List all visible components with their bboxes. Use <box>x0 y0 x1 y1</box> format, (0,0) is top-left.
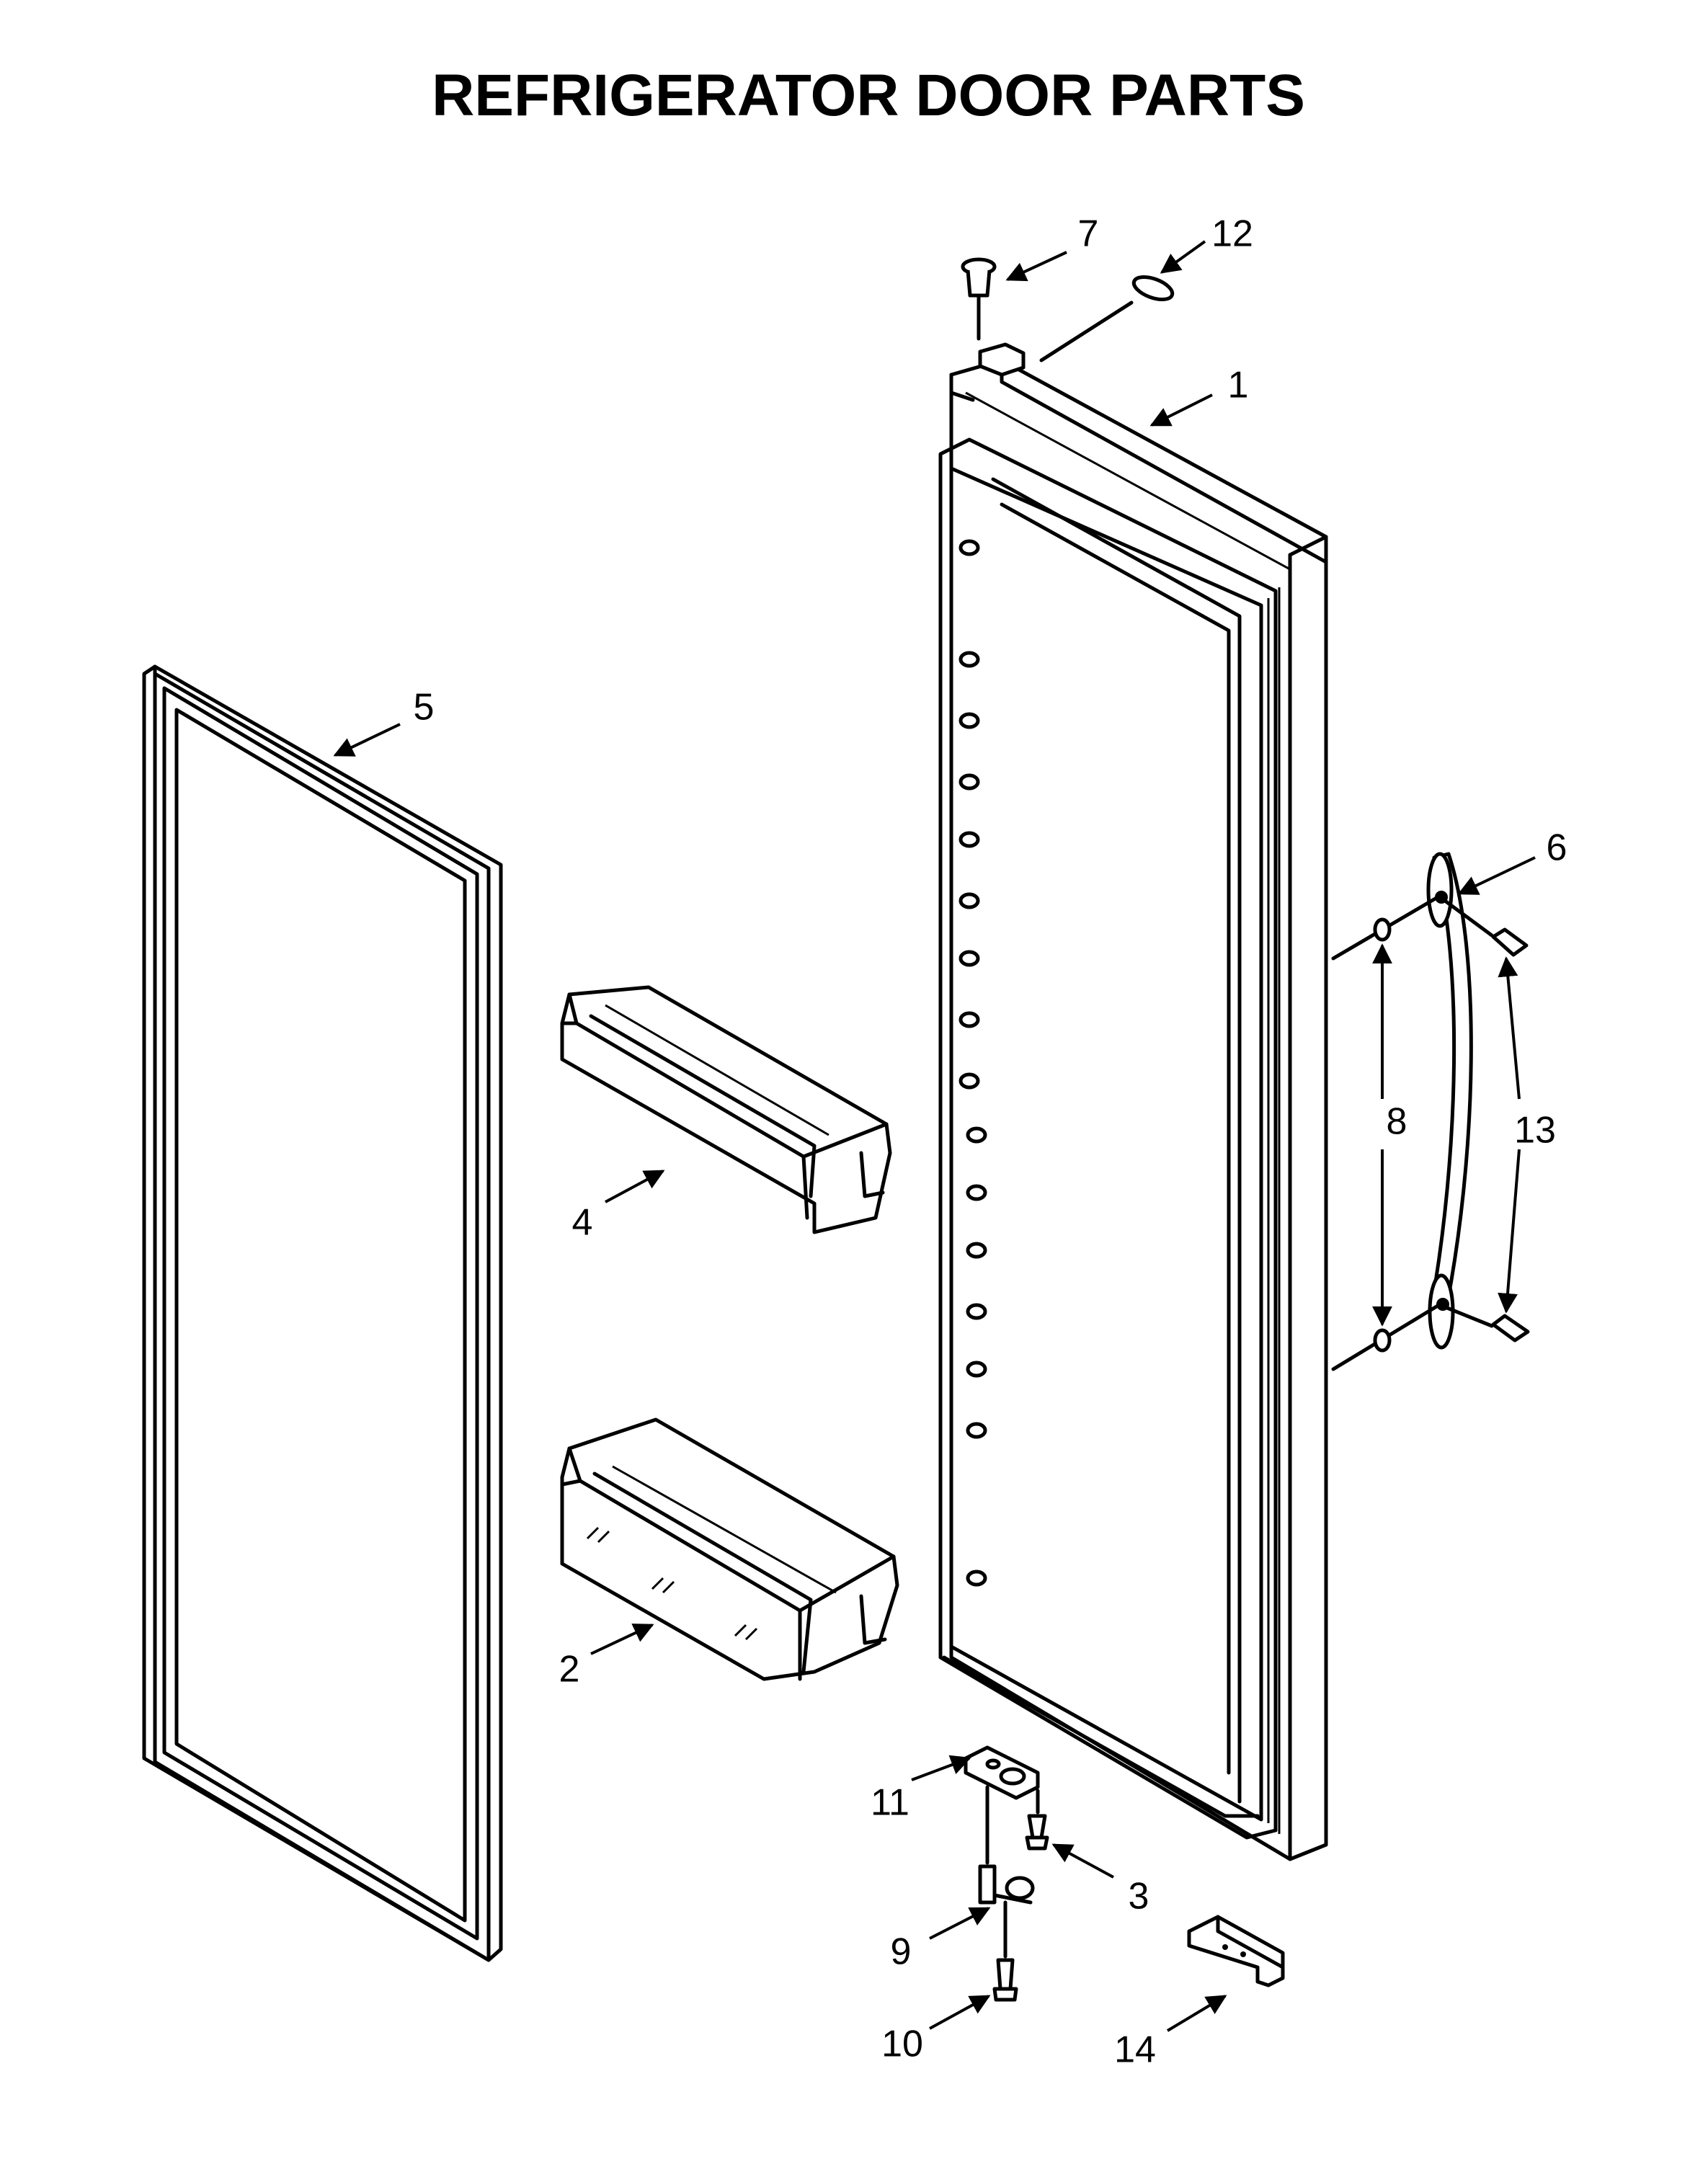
shelf-retainer-bumps <box>958 539 987 1587</box>
large-door-bin <box>560 1417 899 1681</box>
callout-11: 11 <box>871 1782 909 1824</box>
callout-13: 13 <box>1514 1110 1556 1152</box>
callout-9: 9 <box>891 1931 912 1973</box>
handle-set-screws <box>1443 899 1530 1343</box>
small-door-bin <box>560 985 892 1234</box>
callout-14: 14 <box>1114 2029 1156 2071</box>
callout-12: 12 <box>1211 213 1253 255</box>
callout-labels: 7 12 1 5 6 8 13 4 2 11 3 9 10 14 <box>414 213 1567 2071</box>
washer <box>1039 275 1175 362</box>
callout-1: 1 <box>1228 365 1249 406</box>
screw <box>1025 1814 1049 1851</box>
door-assembly <box>938 342 1328 1861</box>
handle-mounting-studs <box>1331 895 1440 1371</box>
callout-8: 8 <box>1387 1101 1407 1143</box>
callout-10: 10 <box>881 2023 923 2065</box>
hinge-bushing <box>961 257 997 341</box>
diagram-title: REFRIGERATOR DOOR PARTS <box>432 63 1305 128</box>
callout-4: 4 <box>572 1202 593 1244</box>
hinge-pin <box>978 1864 1035 1959</box>
hinge-cover <box>1187 1915 1285 1987</box>
callout-5: 5 <box>414 687 435 729</box>
callout-6: 6 <box>1547 827 1567 869</box>
callout-3: 3 <box>1129 1876 1149 1918</box>
leader-lines <box>333 240 1536 2032</box>
door-handle <box>1426 852 1473 1350</box>
door-gasket <box>142 664 503 1962</box>
callout-2: 2 <box>559 1649 580 1691</box>
hinge-bracket <box>964 1745 1040 1865</box>
callout-7: 7 <box>1078 213 1099 255</box>
hinge-screw <box>992 1958 1018 2002</box>
